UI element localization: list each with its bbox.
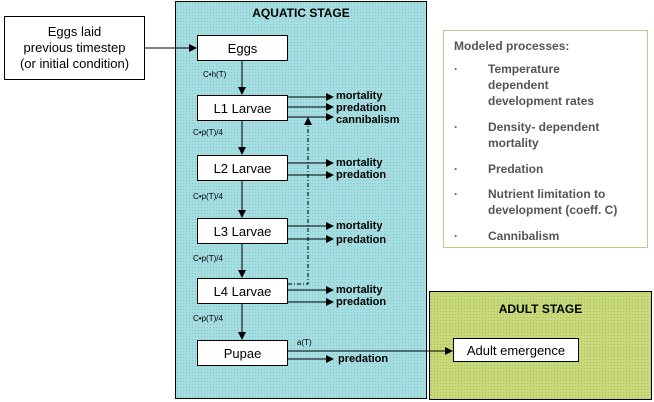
bullet-icon: · — [454, 187, 458, 201]
l1-mortality-label: mortality — [336, 90, 383, 102]
l1-larvae-box: L1 Larvae — [197, 95, 288, 121]
process-text-line: Temperature — [488, 62, 560, 76]
process-item-nutrient: · Nutrient limitation to development (co… — [454, 186, 617, 218]
l4-outcomes: mortality predation — [336, 284, 386, 308]
rate-label-l3-l4: C•p(T)/4 — [193, 254, 223, 263]
l2-outcomes: mortality predation — [336, 157, 386, 181]
l4-predation-label: predation — [336, 296, 387, 308]
rate-label-eggs-l1: C•h(T) — [203, 70, 227, 79]
process-text-line: development (coeff. C) — [488, 203, 618, 217]
process-item-predation: · Predation — [454, 161, 543, 177]
process-text-line: Cannibalism — [488, 229, 560, 243]
input-line-3: (or initial condition) — [19, 56, 130, 71]
adult-stage-title: ADULT STAGE — [498, 302, 583, 316]
process-text-line: development rates — [488, 94, 595, 108]
l2-predation-label: predation — [336, 169, 387, 181]
modeled-processes-title: Modeled processes: — [454, 39, 570, 53]
l3-outcomes: mortality predation — [336, 220, 386, 246]
adult-emergence-box: Adult emergence — [453, 338, 579, 362]
aquatic-stage-panel — [175, 1, 427, 399]
l3-mortality-label: mortality — [336, 220, 383, 232]
l4-mortality-label: mortality — [336, 284, 383, 296]
process-text-line: Density- dependent — [488, 120, 600, 134]
process-item-density: · Density- dependent mortality — [454, 119, 599, 151]
l4-larvae-box: L4 Larvae — [197, 278, 288, 304]
input-line-1: Eggs laid — [47, 24, 102, 39]
arrow-cannibalism-feedback — [288, 117, 312, 285]
bullet-icon: · — [454, 162, 458, 176]
rate-label-pupae-adult: a(T) — [297, 338, 312, 347]
rate-label-l2-l3: C•p(T)/4 — [193, 192, 223, 201]
l2-mortality-label: mortality — [336, 157, 383, 169]
rate-label-l1-l2: C•p(T)/4 — [193, 128, 223, 137]
process-item-cannibalism: · Cannibalism — [454, 228, 559, 244]
aquatic-stage-title: AQUATIC STAGE — [252, 6, 350, 20]
process-text-line: Nutrient limitation to — [488, 187, 606, 201]
l1-predation-label: predation — [336, 102, 387, 114]
bullet-icon: · — [454, 229, 458, 243]
pupae-predation-label: predation — [338, 353, 389, 365]
rate-label-l4-pupae: C•p(T)/4 — [193, 314, 223, 323]
modeled-processes-box: Modeled processes: · Temperature depende… — [443, 30, 648, 248]
pupae-box: Pupae — [197, 340, 288, 366]
l3-predation-label: predation — [336, 234, 387, 246]
input-line-2: previous timestep — [23, 40, 126, 55]
l3-larvae-box: L3 Larvae — [197, 218, 288, 244]
process-text-line: Predation — [488, 162, 544, 176]
process-text-line: mortality — [488, 136, 539, 150]
l1-cannibalism-label: cannibalism — [336, 114, 400, 126]
l1-outcomes: mortality predation cannibalism — [336, 90, 400, 126]
process-text-line: dependent — [488, 78, 549, 92]
process-item-temperature: · Temperature dependent development rate… — [454, 61, 594, 109]
eggs-laid-input-box: Eggs laid previous timestep (or initial … — [4, 16, 145, 80]
eggs-box: Eggs — [197, 35, 288, 61]
l2-larvae-box: L2 Larvae — [197, 155, 288, 181]
bullet-icon: · — [454, 120, 458, 134]
bullet-icon: · — [454, 62, 458, 76]
